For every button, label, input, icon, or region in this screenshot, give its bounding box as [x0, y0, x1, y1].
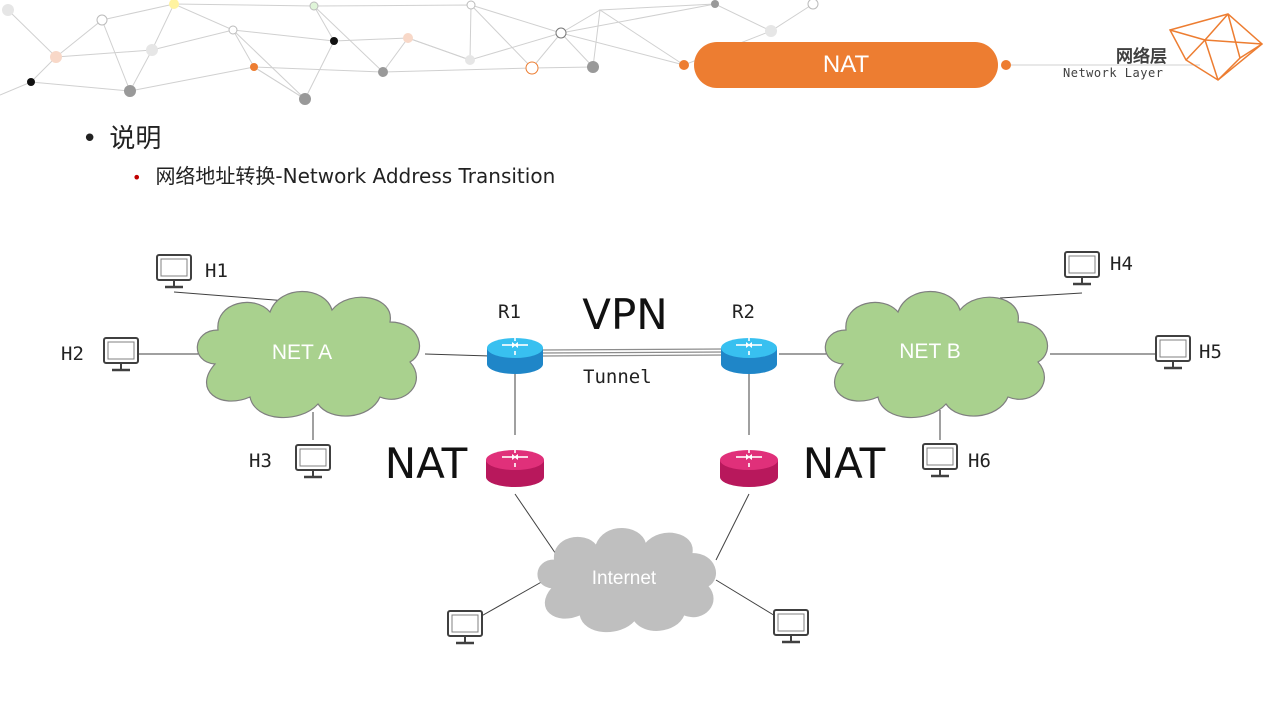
- host-h1-label: H1: [205, 260, 228, 282]
- heading-text: 说明: [109, 124, 162, 154]
- bullet-subitem: • 网络地址转换-Network Address Transition: [132, 160, 555, 189]
- host-h3-label: H3: [249, 450, 272, 472]
- header-decoration: [0, 0, 1264, 105]
- net-b-label: NET B: [899, 340, 960, 363]
- host-h5-label: H5: [1199, 341, 1222, 363]
- slide-title: NAT: [822, 51, 870, 78]
- layer-label-en: Network Layer: [1063, 66, 1164, 80]
- slide-title-pill: NAT: [694, 42, 998, 88]
- host-internet-left-icon: [446, 609, 484, 645]
- host-internet-right-icon: [772, 608, 810, 644]
- bullet-dot-red: •: [132, 168, 142, 187]
- host-h6-icon: [921, 442, 959, 478]
- tunnel-label: Tunnel: [583, 366, 652, 388]
- host-h3-icon: [294, 443, 332, 479]
- nat-router-left: [486, 447, 544, 487]
- layer-label-cn: 网络层: [1116, 47, 1167, 67]
- bullet-heading: • 说明: [82, 118, 161, 155]
- router-r2: [721, 335, 777, 374]
- host-h5-icon: [1154, 334, 1192, 370]
- router-r2-label: R2: [732, 301, 755, 323]
- host-h6-label: H6: [968, 450, 991, 472]
- subitem-text: 网络地址转换-Network Address Transition: [155, 164, 556, 188]
- net-a-label: NET A: [272, 341, 332, 364]
- vpn-label: VPN: [582, 290, 667, 339]
- internet-label: Internet: [592, 568, 657, 589]
- host-h2-icon: [102, 336, 140, 372]
- nat-label-right: NAT: [803, 439, 886, 488]
- host-h1-icon: [155, 253, 193, 289]
- host-h2-label: H2: [61, 343, 84, 365]
- nat-label-left: NAT: [385, 439, 468, 488]
- host-h4-icon: [1063, 250, 1101, 286]
- logo-graphic: [1168, 13, 1264, 81]
- router-r1-label: R1: [498, 301, 521, 323]
- bullet-dot: •: [82, 124, 98, 154]
- host-h4-label: H4: [1110, 253, 1133, 275]
- nat-router-right: [720, 447, 778, 487]
- router-r1: [487, 335, 543, 374]
